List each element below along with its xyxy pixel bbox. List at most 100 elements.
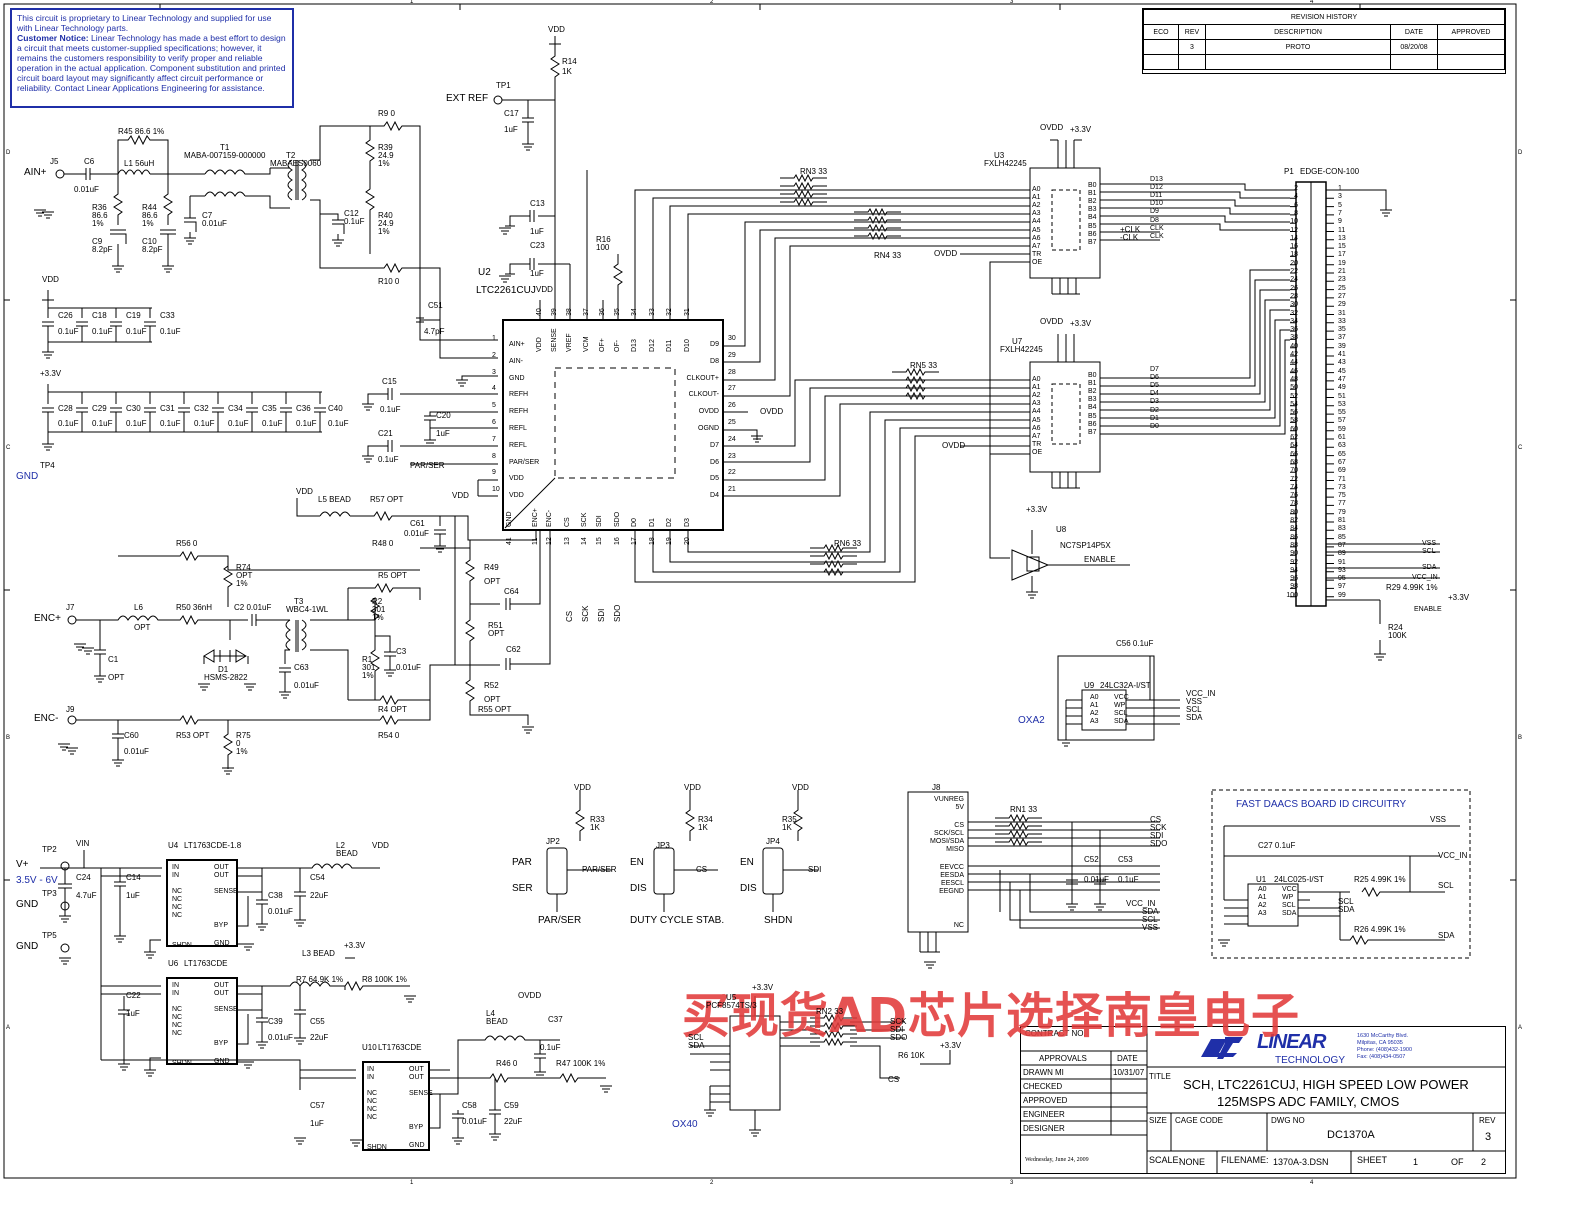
ground-symbol: [144, 1069, 156, 1077]
u2-left-pin-name: AIN+: [509, 341, 525, 348]
t1-ref: T1: [220, 143, 230, 152]
component-label-rn1: RN1 33: [1010, 805, 1038, 814]
component-label-c31: C31: [160, 404, 175, 413]
u2-top-pin-name: D11: [666, 339, 673, 352]
rail-vdd: VDD: [574, 783, 591, 792]
u2-left-pin-name: AIN-: [509, 357, 523, 365]
component-label-c51: C51: [428, 301, 443, 310]
u7-left-pin: A7: [1032, 432, 1041, 440]
border-col-label: 1: [410, 0, 414, 5]
bus-sdo: SDO: [613, 604, 622, 622]
component-label-c7: C7: [202, 211, 213, 220]
ldo-left-pin: IN: [172, 864, 179, 871]
u10-ref: U10: [362, 1043, 377, 1052]
u2-right-pin-name: OGND: [698, 425, 719, 432]
j8-pin-name: 5V: [955, 804, 964, 811]
rail-vdd: VDD: [792, 783, 809, 792]
ground-symbol: [162, 265, 174, 273]
p1-odd-pin: 41: [1338, 351, 1346, 358]
net-parser_net: PAR/SER: [410, 461, 445, 470]
u9-part: 24LC32A-I/ST: [1100, 681, 1151, 690]
u2-bottom-pin-number: 15: [596, 537, 603, 545]
u7-output-net: D7: [1150, 366, 1159, 373]
component-label-c13v: 1uF: [530, 227, 544, 236]
component-label-r2v: 301: [372, 605, 386, 614]
u2-right-pin-name: D8: [710, 357, 719, 365]
rail-vdd: VDD: [372, 841, 389, 850]
u2-top-pin-name: VDD: [536, 337, 543, 352]
rail-ovdd: OVDD: [1040, 123, 1064, 132]
u2-top-pin-name: D10: [684, 339, 691, 352]
component-label-c2: C2 0.01uF: [234, 603, 272, 612]
component-label-r7: R7 64.9K 1%: [296, 975, 344, 984]
net-vcc_in: VCC_IN: [1438, 851, 1468, 860]
border-row-label: C: [6, 445, 11, 451]
jp3-function: DUTY CYCLE STAB.: [630, 915, 725, 926]
rev-cell-eco: [1143, 39, 1179, 55]
component-label-tp5: TP5: [42, 931, 57, 940]
ground-symbol: [144, 951, 156, 959]
component-label-r54: R54 0: [378, 731, 400, 740]
u7-right-pin: B7: [1088, 428, 1097, 436]
p1-even-pin: 72: [1290, 475, 1298, 483]
net-vss: VSS: [1186, 697, 1203, 706]
component-label-r1: R1: [362, 655, 373, 664]
component-label-c61v: 0.01uF: [404, 529, 429, 538]
u2-bottom-pin-number: 19: [666, 537, 673, 545]
p1-odd-pin: 83: [1338, 525, 1346, 533]
rail-ovdd-oe2: OVDD: [942, 441, 966, 450]
t1-part: MABA-007159-000000: [184, 151, 266, 160]
p1-ref: P1: [1284, 167, 1294, 176]
eeprom-left-pin: A1: [1258, 894, 1267, 901]
border-row-label: A: [1518, 1025, 1523, 1031]
rail-v33: +3.3V: [940, 1041, 962, 1050]
p1-odd-pin: 15: [1338, 243, 1346, 251]
component-label-r39v: 24.9: [378, 151, 394, 160]
net-sdi: SDI: [1150, 831, 1164, 840]
component-label-r34v: 1K: [698, 823, 708, 832]
u2-bottom-pin-name: ENC-: [546, 509, 553, 527]
rev-header-eco: ECO: [1143, 24, 1179, 40]
u2-left-pin-number: 3: [492, 368, 496, 376]
sheet-label: SHEET: [1357, 1155, 1388, 1165]
notice-proprietary-text: This circuit is proprietary to Linear Te…: [17, 13, 272, 33]
ldo-right-pin: OUT: [214, 990, 229, 997]
border-col-label: 3: [1010, 0, 1014, 5]
revision-history-title: REVISION HISTORY: [1143, 9, 1505, 25]
ldo-right-pin: GND: [214, 1058, 230, 1065]
net-enable: ENABLE: [1084, 555, 1116, 564]
u3-part: FXLH42245: [984, 159, 1027, 168]
component-label-r33v: 1K: [590, 823, 600, 832]
p1-even-pin: 14: [1290, 234, 1298, 242]
u2-top-pin-name: OF-: [614, 339, 621, 352]
component-label-c3: C3: [396, 647, 407, 656]
rev-cell-rev: 3: [1178, 39, 1206, 55]
p1-odd-pin: 21: [1338, 268, 1346, 275]
ground-symbol: [1218, 939, 1230, 947]
u7-output-net: D1: [1150, 414, 1159, 422]
u2-bottom-pin-name: ENC+: [532, 508, 539, 527]
filename-value: 1370A-3.DSN: [1273, 1157, 1329, 1167]
component-label-jp3: JP3: [656, 841, 670, 850]
resistor-network-element: [854, 231, 901, 241]
p1-even-pin: 26: [1290, 284, 1298, 292]
cap-value-0p1uf: 0.1uF: [58, 419, 79, 428]
u2-top-pin-number: 37: [583, 308, 590, 316]
net-scl: SCL: [1338, 897, 1354, 906]
component-label-c60: C60: [124, 731, 139, 740]
resistor-network-element: [780, 197, 827, 207]
ground-symbol: [424, 439, 436, 447]
resistor-network-element: [810, 1037, 857, 1047]
component-label-r8: R8 100K 1%: [362, 975, 407, 984]
ldo-right-pin: GND: [409, 1142, 425, 1149]
component-label-tp4: TP4: [40, 461, 55, 470]
component-label-j7: J7: [66, 603, 75, 612]
p1-signal-net: VSS: [1422, 540, 1437, 547]
u5-ref: U5: [726, 993, 737, 1002]
component-label-r26: R26 4.99K 1%: [1354, 925, 1406, 934]
p1-odd-pin: 27: [1338, 292, 1346, 300]
resistor-network-element: [780, 173, 827, 183]
u2-right-pin-number: 27: [728, 385, 736, 393]
component-label-jp4: JP4: [766, 837, 780, 846]
u2-left-pin-name: VDD: [509, 492, 524, 500]
